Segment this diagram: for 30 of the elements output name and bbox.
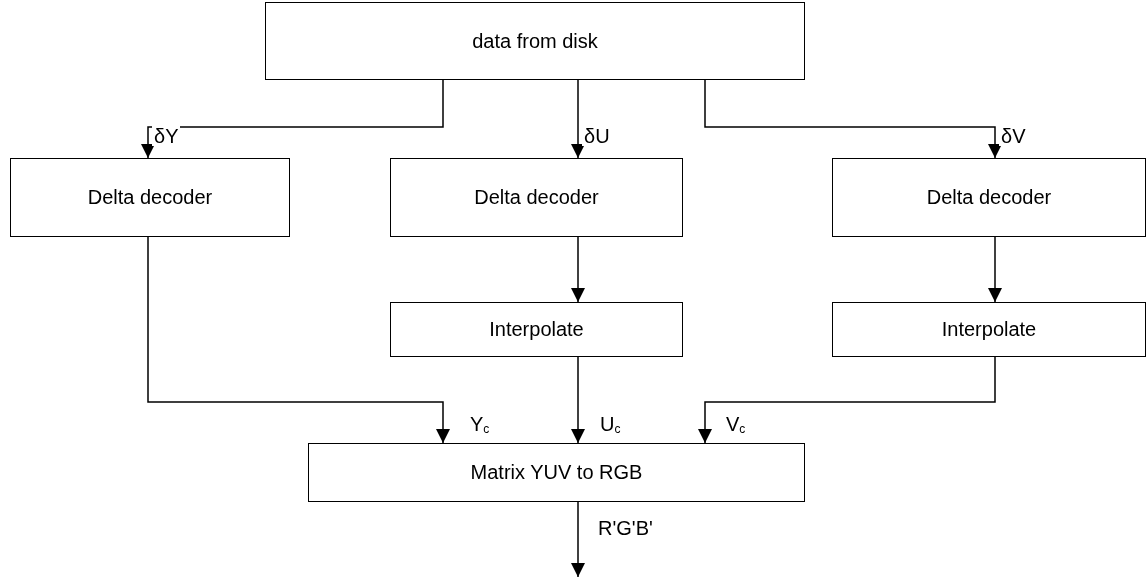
arrow (571, 79, 585, 159)
arrow (698, 356, 996, 444)
process-box (10, 158, 290, 237)
arrow (147, 236, 450, 444)
edge-label: δU (582, 126, 612, 146)
process-box (390, 158, 683, 237)
edge-label: U$_{c}$ (598, 414, 623, 435)
edge-label: Y$_{c}$ (468, 414, 492, 435)
arrow (141, 79, 444, 159)
arrow (571, 236, 585, 303)
box-label: Delta decoder (474, 186, 599, 209)
process-box (265, 2, 805, 80)
process-box (308, 443, 805, 502)
process-box (390, 302, 683, 357)
edge-label: R'G'B' (596, 518, 655, 538)
process-box (832, 302, 1146, 357)
arrow (704, 79, 1002, 159)
arrow (571, 356, 585, 444)
box-label: Delta decoder (926, 186, 1052, 209)
edge-label: δY (152, 126, 181, 146)
edge-label: δV (999, 126, 1028, 146)
box-label: Interpolate (489, 318, 584, 341)
box-label: data from disk (472, 29, 598, 53)
process-box (832, 158, 1146, 237)
arrow (988, 236, 1002, 303)
box-label: Matrix YUV to RGB (470, 461, 643, 484)
box-label: Delta decoder (87, 186, 213, 209)
box-label: Interpolate (941, 318, 1037, 341)
arrow (571, 501, 585, 578)
edge-label: V$_{c}$ (724, 414, 748, 435)
